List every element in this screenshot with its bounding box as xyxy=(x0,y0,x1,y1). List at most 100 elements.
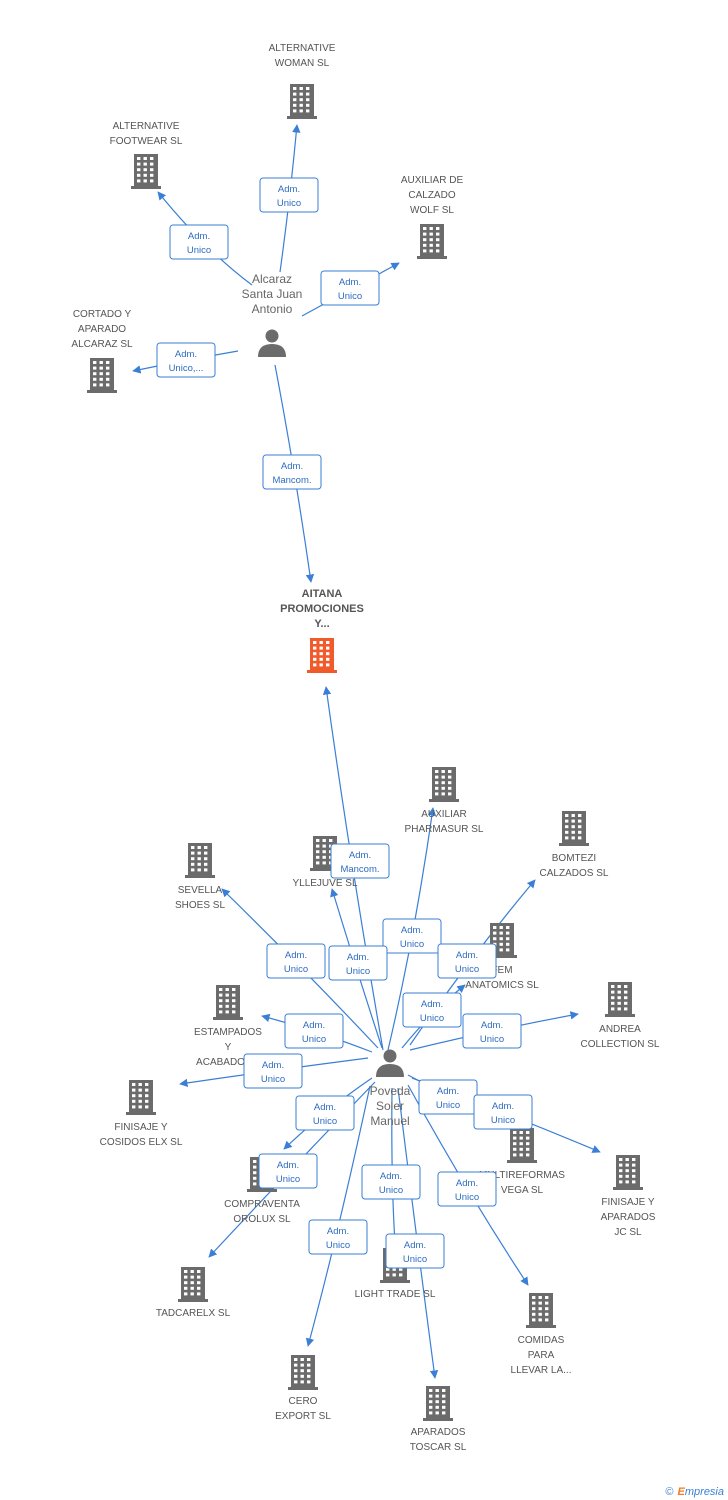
building-icon[interactable] xyxy=(307,638,337,673)
edge-role-label[interactable]: Adm.Unico xyxy=(258,1153,318,1189)
building-icon[interactable] xyxy=(605,982,635,1017)
edge-role-label[interactable]: Adm.Mancom. xyxy=(262,454,322,490)
edge-role-label[interactable]: Adm.Unico xyxy=(382,918,442,954)
building-window xyxy=(306,87,310,90)
building-icon[interactable] xyxy=(131,154,161,189)
edge-label-line: Unico xyxy=(403,1254,427,1265)
building-window xyxy=(197,1275,201,1279)
building-icon[interactable] xyxy=(185,843,215,878)
edge-role-label[interactable]: Adm.Mancom. xyxy=(330,843,390,879)
edge-label-line: Unico xyxy=(480,1034,504,1045)
edge-role-label[interactable]: Adm.Unico xyxy=(308,1219,368,1255)
building-icon[interactable] xyxy=(429,767,459,802)
edge-role-label[interactable]: Adm.Unico xyxy=(402,992,462,1028)
edge-role-label[interactable]: Adm.Unico xyxy=(473,1094,533,1130)
edge-role-label[interactable]: Adm.Unico xyxy=(462,1013,522,1049)
edge-label-box xyxy=(382,918,442,954)
building-icon[interactable] xyxy=(526,1293,556,1328)
building-base xyxy=(380,1280,410,1283)
building-icon[interactable] xyxy=(213,985,243,1020)
building-window xyxy=(399,1273,403,1277)
edge-role-label[interactable]: Adm.Unico xyxy=(259,177,319,213)
building-icon[interactable] xyxy=(288,1355,318,1390)
building-window xyxy=(99,366,103,370)
edge-role-label[interactable]: Adm.Unico xyxy=(320,270,380,306)
building-icon[interactable] xyxy=(417,224,447,259)
edge-role-label[interactable]: Adm.Unico xyxy=(266,943,326,979)
building-window xyxy=(197,846,201,849)
person-head xyxy=(265,329,279,343)
building-window xyxy=(191,846,195,849)
building-window xyxy=(197,862,201,866)
company-node-tadcarelx[interactable]: TADCARELX SL xyxy=(156,1267,231,1319)
building-icon[interactable] xyxy=(178,1267,208,1302)
building-icon[interactable] xyxy=(126,1080,156,1115)
building-window xyxy=(435,770,439,773)
edge-role-label[interactable]: Adm.Unico xyxy=(295,1095,355,1131)
edge-role-label[interactable]: Adm.Unico xyxy=(169,224,229,260)
building-window xyxy=(625,1180,629,1184)
building-icon[interactable] xyxy=(507,1128,537,1163)
edge-role-label[interactable]: Adm.Unico,... xyxy=(156,342,216,378)
edge-role-label[interactable]: Adm.Unico xyxy=(284,1013,344,1049)
edge-role-label[interactable]: Adm.Unico xyxy=(437,1171,497,1207)
building-icon[interactable] xyxy=(613,1155,643,1190)
label-line: PARA xyxy=(528,1350,555,1361)
building-icon[interactable] xyxy=(87,358,117,393)
building-window xyxy=(293,109,297,113)
edge-role-label[interactable]: Adm.Unico xyxy=(361,1164,421,1200)
building-window xyxy=(132,1105,136,1109)
label-line: ALCARAZ SL xyxy=(71,339,133,350)
building-window xyxy=(617,985,621,988)
building-window xyxy=(624,996,628,1000)
building-icon[interactable] xyxy=(559,811,589,846)
building-window xyxy=(506,937,510,941)
person-icon[interactable] xyxy=(258,329,286,358)
building-base xyxy=(310,868,340,871)
person-icon[interactable] xyxy=(376,1049,404,1078)
building-window xyxy=(436,243,440,247)
edge-label-line: Adm. xyxy=(401,925,423,936)
building-window xyxy=(435,1411,439,1415)
building-icon[interactable] xyxy=(287,84,317,119)
building-window xyxy=(441,770,445,773)
building-window xyxy=(191,857,195,861)
edge-role-label[interactable]: Adm.Unico xyxy=(243,1053,303,1089)
building-window xyxy=(190,1286,194,1290)
building-window xyxy=(137,162,141,166)
edge-role-label[interactable]: Adm.Unico xyxy=(418,1079,478,1115)
building-window xyxy=(322,861,326,865)
building-icon[interactable] xyxy=(423,1386,453,1421)
company-name: YLLEJUVE SL xyxy=(292,878,357,889)
edge-role-label[interactable]: Adm.Unico xyxy=(328,945,388,981)
edge-role-label[interactable]: Adm.Unico xyxy=(437,943,497,979)
company-name: LIGHT TRADE SL xyxy=(355,1289,436,1300)
building-window xyxy=(429,1389,433,1392)
brand-footer[interactable]: ©Empresia xyxy=(665,1486,724,1498)
edge-role-label[interactable]: Adm.Unico xyxy=(385,1233,445,1269)
person-body xyxy=(258,344,286,357)
building-window xyxy=(611,1007,615,1011)
building-window xyxy=(99,377,103,381)
